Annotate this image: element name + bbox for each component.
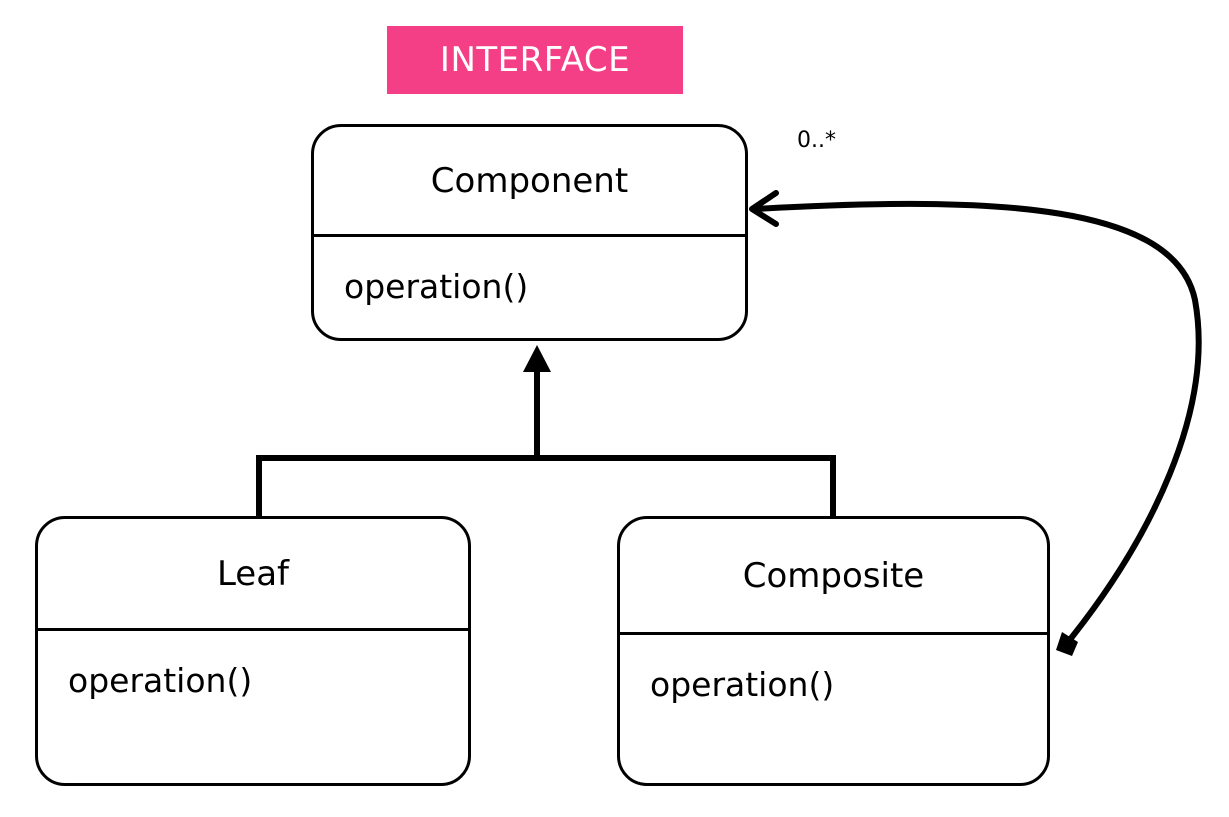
aggregation-arrowhead [749, 190, 779, 227]
leaf-operation: operation() [68, 661, 253, 700]
aggregation-curve [754, 200, 1202, 644]
composite-operation: operation() [650, 665, 835, 704]
leaf-class-box: Leaf operation() [35, 516, 471, 786]
interface-badge: INTERFACE [387, 26, 683, 94]
component-class-box: Component operation() [311, 124, 748, 341]
inheritance-arrowhead [523, 345, 551, 372]
leaf-class-name: Leaf [38, 519, 468, 631]
composite-class-box: Composite operation() [617, 516, 1050, 786]
composite-class-name: Composite [620, 519, 1047, 635]
component-class-name: Component [314, 127, 745, 237]
multiplicity-label: 0..* [797, 128, 836, 153]
component-operation: operation() [344, 267, 529, 306]
aggregation-diamond-marker [1056, 632, 1078, 656]
